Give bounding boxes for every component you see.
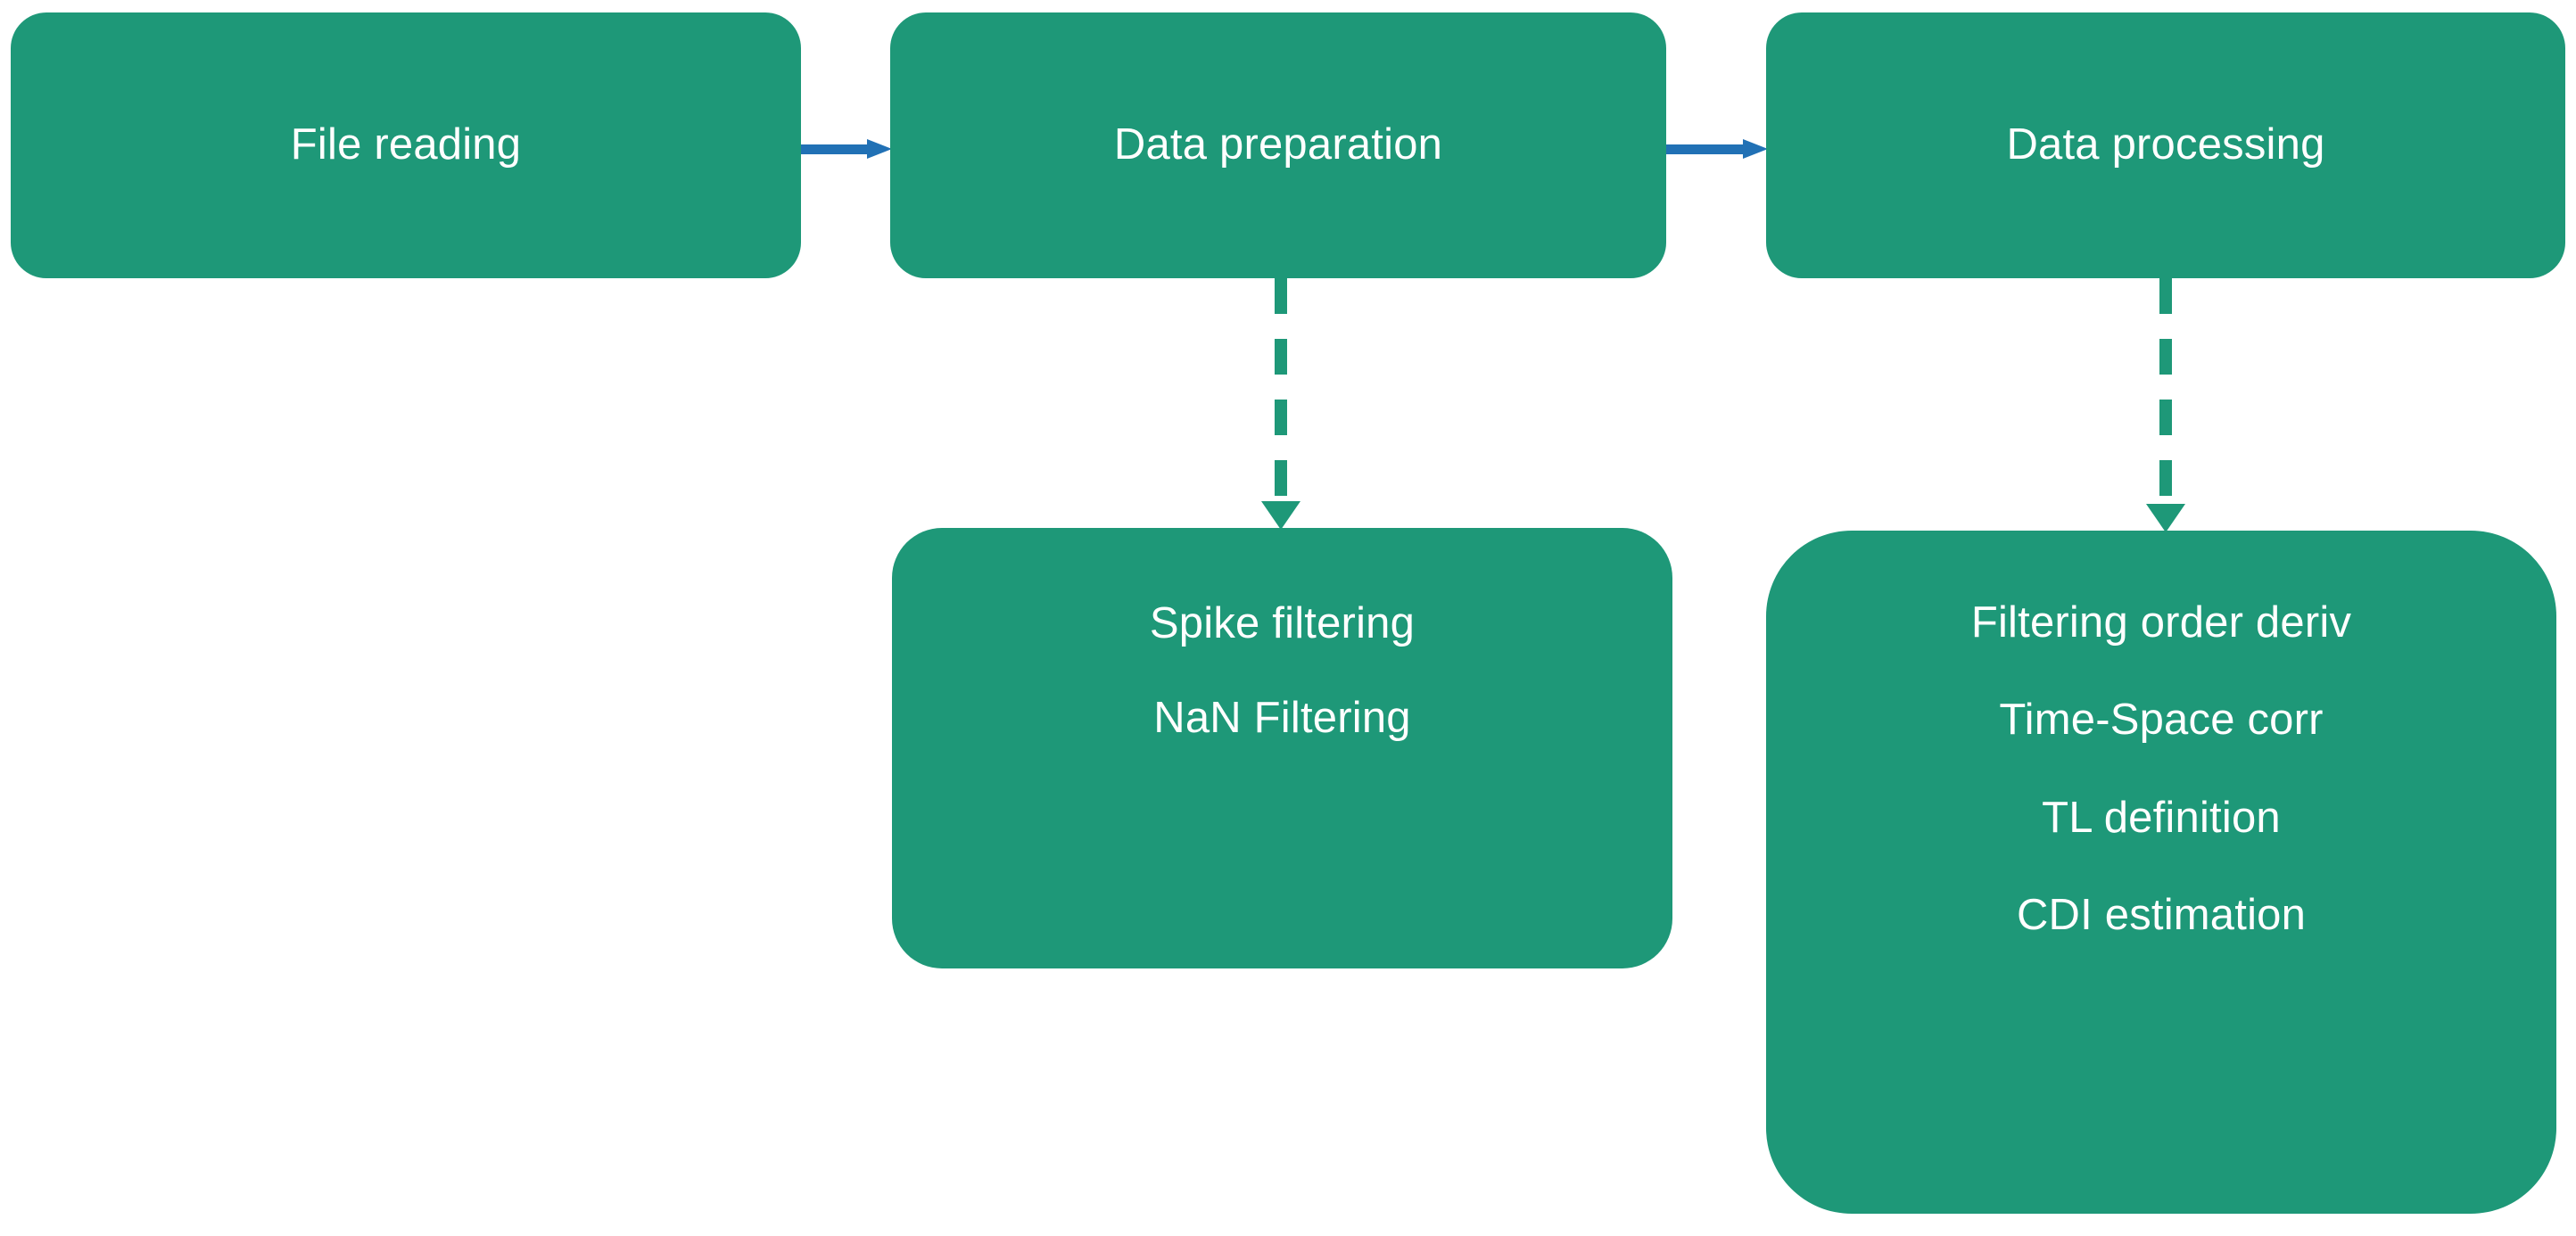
node-processing-steps[interactable]: Filtering order deriv Time-Space corr TL… — [1766, 531, 2556, 1214]
arrowhead-right-icon — [1743, 139, 1768, 159]
dashed-line — [2159, 278, 2172, 506]
arrowhead-right-icon — [867, 139, 892, 159]
node-cdi-estimation-label: CDI estimation — [2016, 890, 2307, 939]
node-file-reading-label: File reading — [290, 120, 522, 169]
node-spike-filtering-label: Spike filtering — [1149, 599, 1416, 647]
dashed-arrow-data-processing-to-processing-steps — [2146, 278, 2185, 532]
node-spike-nan-filtering[interactable]: Spike filtering NaN Filtering — [892, 528, 1672, 968]
dashed-arrow-data-preparation-to-spike-filtering — [1261, 278, 1300, 530]
node-filtering-order-deriv-label: Filtering order deriv — [1970, 598, 2352, 647]
node-file-reading[interactable]: File reading — [11, 12, 801, 278]
arrowhead-down-icon — [1261, 501, 1300, 530]
node-tl-definition-label: TL definition — [2042, 793, 2281, 842]
arrow-file-reading-to-data-preparation — [801, 139, 892, 159]
node-data-processing[interactable]: Data processing — [1766, 12, 2565, 278]
arrowhead-down-icon — [2146, 504, 2185, 532]
node-nan-filtering-label: NaN Filtering — [1153, 694, 1411, 743]
arrow-data-preparation-to-data-processing — [1666, 139, 1768, 159]
arrow-shaft — [1666, 144, 1745, 154]
node-data-preparation[interactable]: Data preparation — [890, 12, 1666, 278]
node-data-processing-label: Data processing — [2006, 120, 2325, 169]
arrow-shaft — [801, 144, 869, 154]
dashed-line — [1275, 278, 1287, 503]
node-time-space-corr-label: Time-Space corr — [1999, 696, 2324, 745]
node-data-preparation-label: Data preparation — [1113, 120, 1443, 169]
